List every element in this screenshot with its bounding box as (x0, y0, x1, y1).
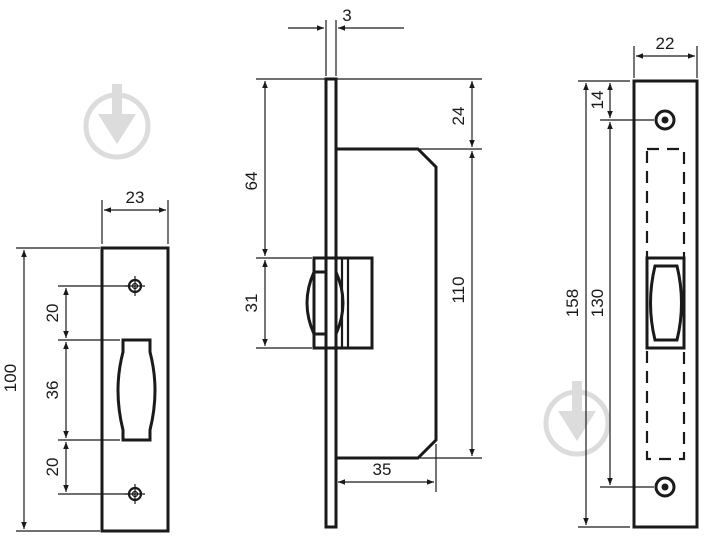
dim-screw-spacing: 130 (588, 289, 607, 317)
dim-case-depth: 35 (373, 460, 392, 479)
dim-slot-to-screw: 20 (43, 458, 62, 477)
lock-body-side-view: 3 64 31 24 110 35 (242, 6, 482, 529)
dim-latch-height: 31 (242, 294, 261, 313)
faceplate-front-view: 22 14 158 130 (563, 34, 699, 529)
watermark-logo-icon (83, 84, 151, 160)
case-hidden-outline (645, 147, 686, 461)
dim-case-height: 110 (449, 276, 468, 303)
dim-total-height: 158 (563, 289, 582, 317)
latch-opening (645, 256, 686, 350)
dim-top-to-screw: 14 (588, 91, 607, 110)
dim-slot-height: 36 (43, 381, 62, 400)
screw-hole-bottom (654, 476, 676, 498)
screw-hole-top (654, 109, 676, 131)
faceplate-front-outline (632, 79, 699, 529)
latch-bolt-front (649, 264, 683, 342)
latch-slot (116, 338, 157, 442)
latch-bolt (305, 270, 328, 336)
dim-strike-height: 100 (1, 364, 20, 392)
dim-strike-width: 23 (126, 188, 145, 207)
dim-top-to-case: 24 (449, 107, 468, 126)
dim-screw-to-slot: 20 (43, 304, 62, 323)
strike-plate-outline (100, 246, 170, 533)
strike-plate-short-view: 23 100 20 36 20 (1, 188, 170, 533)
dim-faceplate-thickness: 3 (342, 6, 351, 25)
screw-hole-top (125, 276, 145, 296)
dim-top-to-latch: 64 (242, 172, 261, 191)
dim-faceplate-width: 22 (656, 34, 675, 53)
watermark-logo-icon (543, 381, 611, 457)
lock-case (336, 147, 438, 460)
screw-hole-bottom (125, 484, 145, 504)
